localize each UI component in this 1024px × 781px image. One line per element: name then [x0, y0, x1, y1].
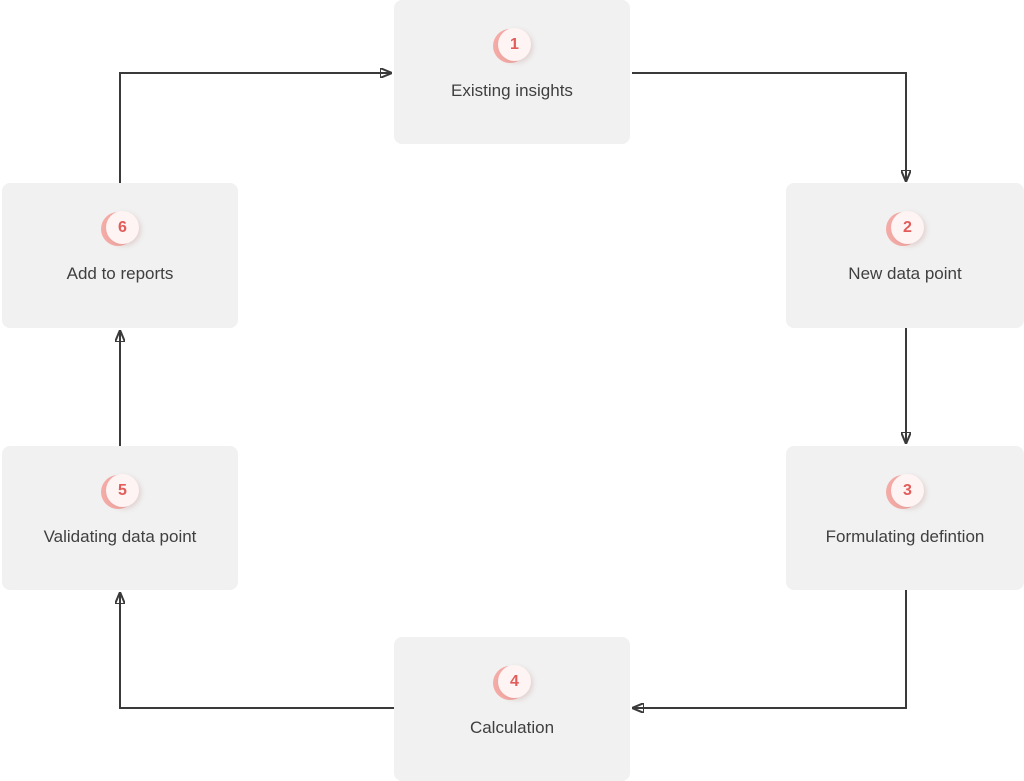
arrow-step6-to-step1 [119, 73, 391, 183]
step-number-badge: 3 [886, 474, 924, 510]
step-number: 3 [903, 481, 912, 499]
step-card-formulating-defintion: 3 Formulating defintion [786, 446, 1024, 590]
badge-circle: 6 [106, 211, 139, 244]
step-label: Calculation [469, 718, 555, 737]
step-number-badge: 4 [493, 665, 531, 701]
badge-circle: 5 [106, 474, 139, 507]
step-card-new-data-point: 2 New data point [786, 183, 1024, 328]
step-number-badge: 2 [886, 211, 924, 247]
arrow-step3-to-step4 [633, 590, 907, 708]
step-card-validating-data-point: 5 Validating data point [2, 446, 238, 590]
badge-circle: 1 [498, 28, 531, 61]
step-number-badge: 5 [101, 474, 139, 510]
arrow-step1-to-step2 [632, 72, 906, 181]
step-number: 4 [510, 672, 519, 690]
step-number-badge: 1 [493, 28, 531, 64]
step-label: Validating data point [43, 527, 197, 546]
badge-circle: 3 [891, 474, 924, 507]
step-number: 2 [903, 218, 912, 236]
badge-circle: 4 [498, 665, 531, 698]
step-card-add-to-reports: 6 Add to reports [2, 183, 238, 328]
arrow-step4-to-step5 [120, 593, 394, 709]
step-number-badge: 6 [101, 211, 139, 247]
step-card-calculation: 4 Calculation [394, 637, 630, 781]
step-label: New data point [848, 264, 962, 283]
step-number: 1 [510, 35, 519, 53]
badge-circle: 2 [891, 211, 924, 244]
step-number: 6 [118, 218, 127, 236]
step-number: 5 [118, 481, 127, 499]
step-label: Add to reports [66, 264, 174, 283]
step-label: Formulating defintion [825, 527, 985, 546]
step-card-existing-insights: 1 Existing insights [394, 0, 630, 144]
step-label: Existing insights [451, 81, 573, 100]
